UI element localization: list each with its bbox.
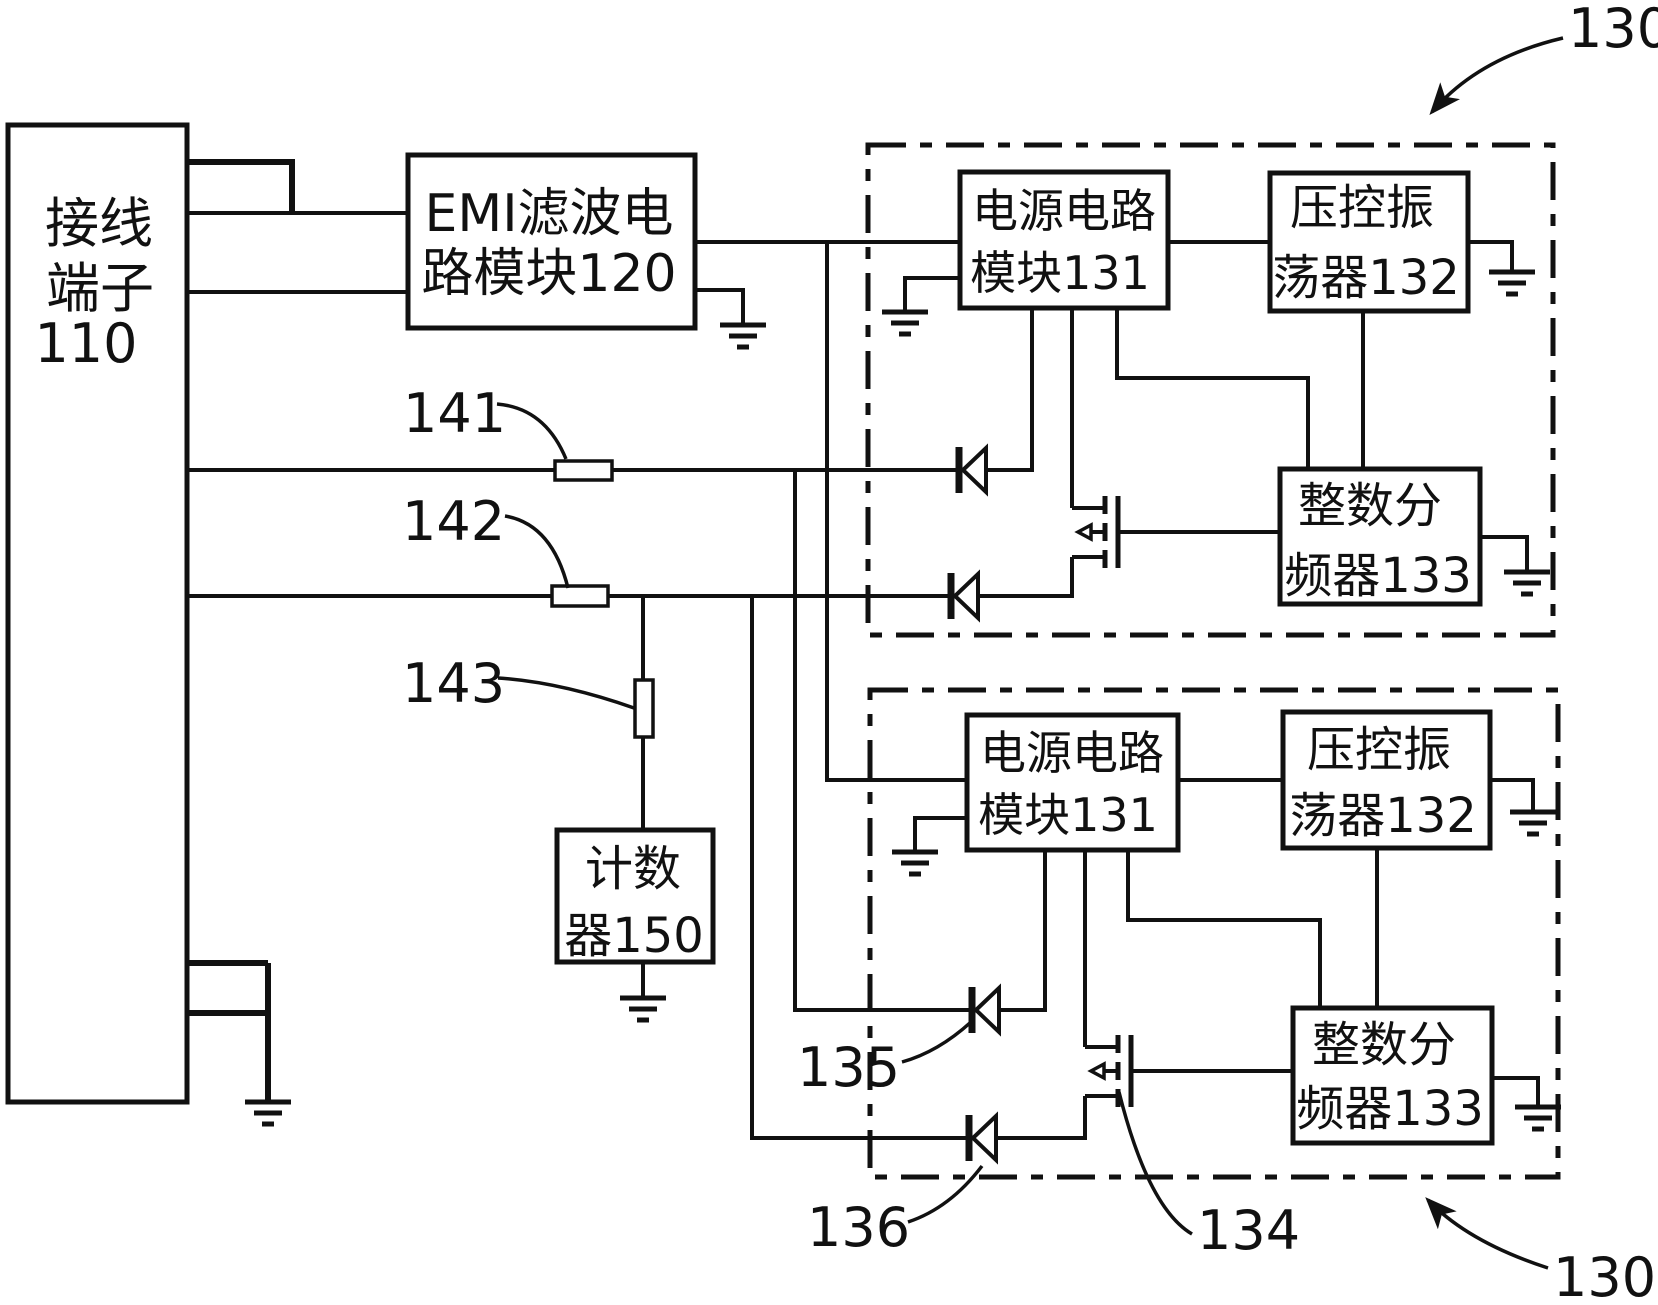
mosfet-134-icon: [1085, 1035, 1131, 1107]
wire-emi-gnd: [695, 290, 743, 325]
ground-icon: [720, 325, 766, 347]
vco-label-line1: 压控振: [1307, 722, 1451, 778]
counter-150: 计数 器150: [557, 830, 713, 964]
ref-label-136: 136: [807, 1196, 910, 1259]
ground-icon: [620, 998, 666, 1020]
ground-icon: [892, 852, 938, 874]
leader-135: [902, 1022, 971, 1062]
terminal-label-line2: 端子: [46, 257, 154, 320]
wire-132-gnd: [1490, 780, 1533, 812]
ref-label-134: 134: [1197, 1199, 1300, 1262]
leader-130-bottom: [1428, 1200, 1548, 1268]
ref-label-130-bottom: 130: [1553, 1246, 1656, 1305]
vco-label-line2: 荡器132: [1272, 250, 1460, 306]
divider-label-line2: 频器133: [1296, 1081, 1484, 1137]
integer-divider-133-unit1: 整数分 频器133: [1280, 469, 1480, 604]
resistor-142: [552, 586, 608, 606]
ground-icon: [1489, 272, 1535, 294]
diode-136-icon: [969, 1115, 996, 1161]
wire-131-133: [1117, 308, 1308, 469]
terminal-block-110: 接线 端子 110: [8, 125, 187, 1102]
emi-label-line2: 路模块120: [421, 244, 676, 304]
counter-label-line1: 计数: [585, 841, 681, 897]
diode-icon: [959, 447, 986, 493]
wire-mosfet-source: [978, 557, 1072, 596]
ref-label-130-top: 130: [1568, 0, 1658, 60]
wire-133-gnd: [1492, 1078, 1538, 1107]
diode-135-icon: [972, 987, 999, 1033]
mosfet-icon: [1072, 496, 1118, 568]
leader-136: [908, 1166, 982, 1222]
terminal-label-line1: 接线: [45, 192, 153, 255]
power-label-line1: 电源电路: [972, 184, 1156, 238]
wire-diode-anode: [986, 308, 1032, 470]
wire-gnd: [915, 818, 967, 852]
ground-icon: [1510, 812, 1556, 834]
vco-label-line1: 压控振: [1290, 180, 1434, 236]
divider-label-line1: 整数分: [1298, 478, 1442, 534]
ref-label-142: 142: [402, 490, 505, 553]
wire-132-gnd: [1468, 242, 1512, 272]
leader-134: [1119, 1092, 1192, 1234]
emi-filter-module-120: EMI滤波电 路模块120: [408, 155, 695, 328]
vco-label-line2: 荡器132: [1289, 788, 1477, 844]
divider-label-line2: 频器133: [1284, 548, 1472, 604]
ground-icon: [1515, 1107, 1561, 1129]
ground-icon: [1504, 572, 1550, 594]
power-label-line1: 电源电路: [980, 726, 1164, 780]
ground-icon: [245, 1102, 291, 1124]
wire-mosfet-source: [996, 1096, 1085, 1138]
leader-130-top: [1432, 38, 1563, 112]
ref-label-143: 143: [402, 652, 505, 715]
ref-label-141: 141: [403, 382, 506, 445]
vco-132-unit1: 压控振 荡器132: [1270, 173, 1468, 311]
divider-label-line1: 整数分: [1312, 1017, 1456, 1073]
diode-icon: [951, 573, 978, 619]
resistor-143: [635, 680, 653, 737]
wire-131-133: [1128, 850, 1320, 1008]
resistor-141: [555, 461, 612, 480]
integer-divider-133-unit2: 整数分 频器133: [1293, 1008, 1492, 1143]
ref-label-135: 135: [797, 1036, 900, 1099]
leader-142: [505, 516, 568, 588]
wire: [187, 162, 292, 213]
wire-gnd: [905, 278, 960, 312]
power-module-131-unit1: 电源电路 模块131: [960, 172, 1168, 308]
wire-diode-anode: [999, 850, 1045, 1010]
leader-143: [498, 678, 634, 708]
power-module-131-unit2: 电源电路 模块131: [967, 715, 1178, 850]
ground-icon: [882, 312, 928, 334]
counter-label-line2: 器150: [564, 908, 704, 964]
leader-141: [497, 404, 566, 459]
power-label-line2: 模块131: [978, 788, 1158, 842]
wire-141-branch: [795, 470, 970, 1010]
wire-133-gnd: [1480, 537, 1527, 572]
vco-132-unit2: 压控振 荡器132: [1283, 712, 1490, 848]
terminal-label-line3: 110: [34, 312, 137, 375]
power-label-line2: 模块131: [970, 246, 1150, 300]
emi-label-line1: EMI滤波电: [424, 184, 673, 244]
